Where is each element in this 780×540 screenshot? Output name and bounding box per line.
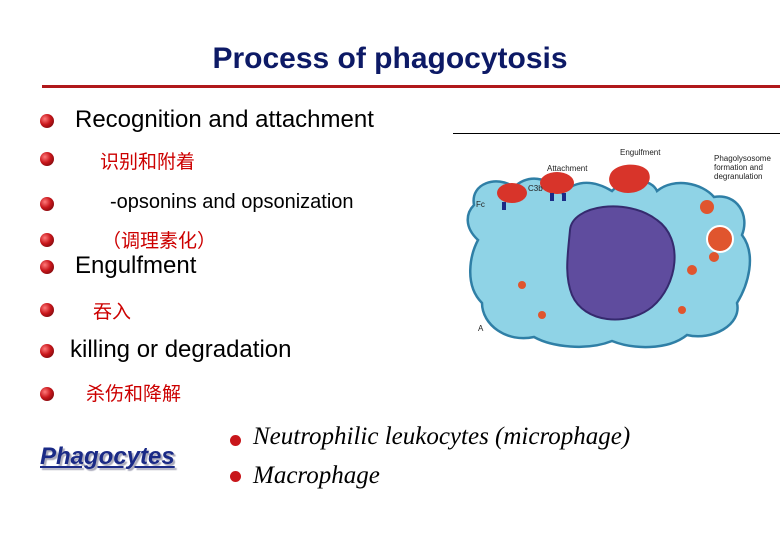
bullet-icon [40,387,54,401]
nucleus [566,205,676,321]
bullet-recognition: Recognition and attachment [75,106,374,133]
list-bullet-icon [230,435,241,446]
granule-icon [538,311,546,319]
bullet-icon [40,260,54,274]
page-title: Process of phagocytosis [212,42,568,75]
attached-bacterium [540,172,574,194]
bullet-icon [40,114,54,128]
bullet-icon [40,233,54,247]
bullet-recognition-cn: 识别和附着 [100,151,196,173]
phagolysosome [706,225,734,253]
label-c3b: C3b [528,184,543,193]
label-engulfment: Engulfment [620,148,661,157]
phagocytes-label: Phagocytes [40,443,175,470]
label-attachment: Attachment [547,164,588,173]
label-phagolysosome-2: formation and [714,163,763,172]
label-phagolysosome-1: Phagolysosome [714,154,771,163]
label-fc: Fc [476,200,485,209]
label-phagolysosome-3: degranulation [714,172,762,181]
label-panel: A [478,324,484,333]
bullet-killing: killing or degradation [70,336,292,363]
receptor [502,202,506,210]
granule-icon [709,252,719,262]
granule-icon [700,200,714,214]
bullet-icon [40,197,54,211]
receptor [550,193,554,201]
receptor [562,193,566,201]
granule-icon [687,265,697,275]
bullet-killing-cn: 杀伤和降解 [86,383,182,405]
engulfed-bacterium [609,164,650,193]
title-divider [42,85,780,88]
list-bullet-icon [230,471,241,482]
phagocytosis-diagram: Engulfment Attachment Phagolysosome form… [452,135,778,361]
bullet-engulfment: Engulfment [75,252,197,279]
bullet-icon [40,303,54,317]
bullet-engulfment-cn: 吞入 [93,301,132,323]
phagocyte-item: Neutrophilic leukocytes (microphage) [253,423,631,450]
heading-rule [453,133,780,134]
granule-icon [678,306,686,314]
bullet-icon [40,152,54,166]
bullet-icon [40,344,54,358]
fc-bacterium [497,183,527,203]
phagocyte-illustration: Engulfment Attachment Phagolysosome form… [466,148,771,349]
bullet-opsonization-cn: （调理素化） [102,230,217,252]
granule-icon [518,281,526,289]
phagocyte-item: Macrophage [253,462,380,489]
bullet-opsonins: -opsonins and opsonization [110,191,354,213]
